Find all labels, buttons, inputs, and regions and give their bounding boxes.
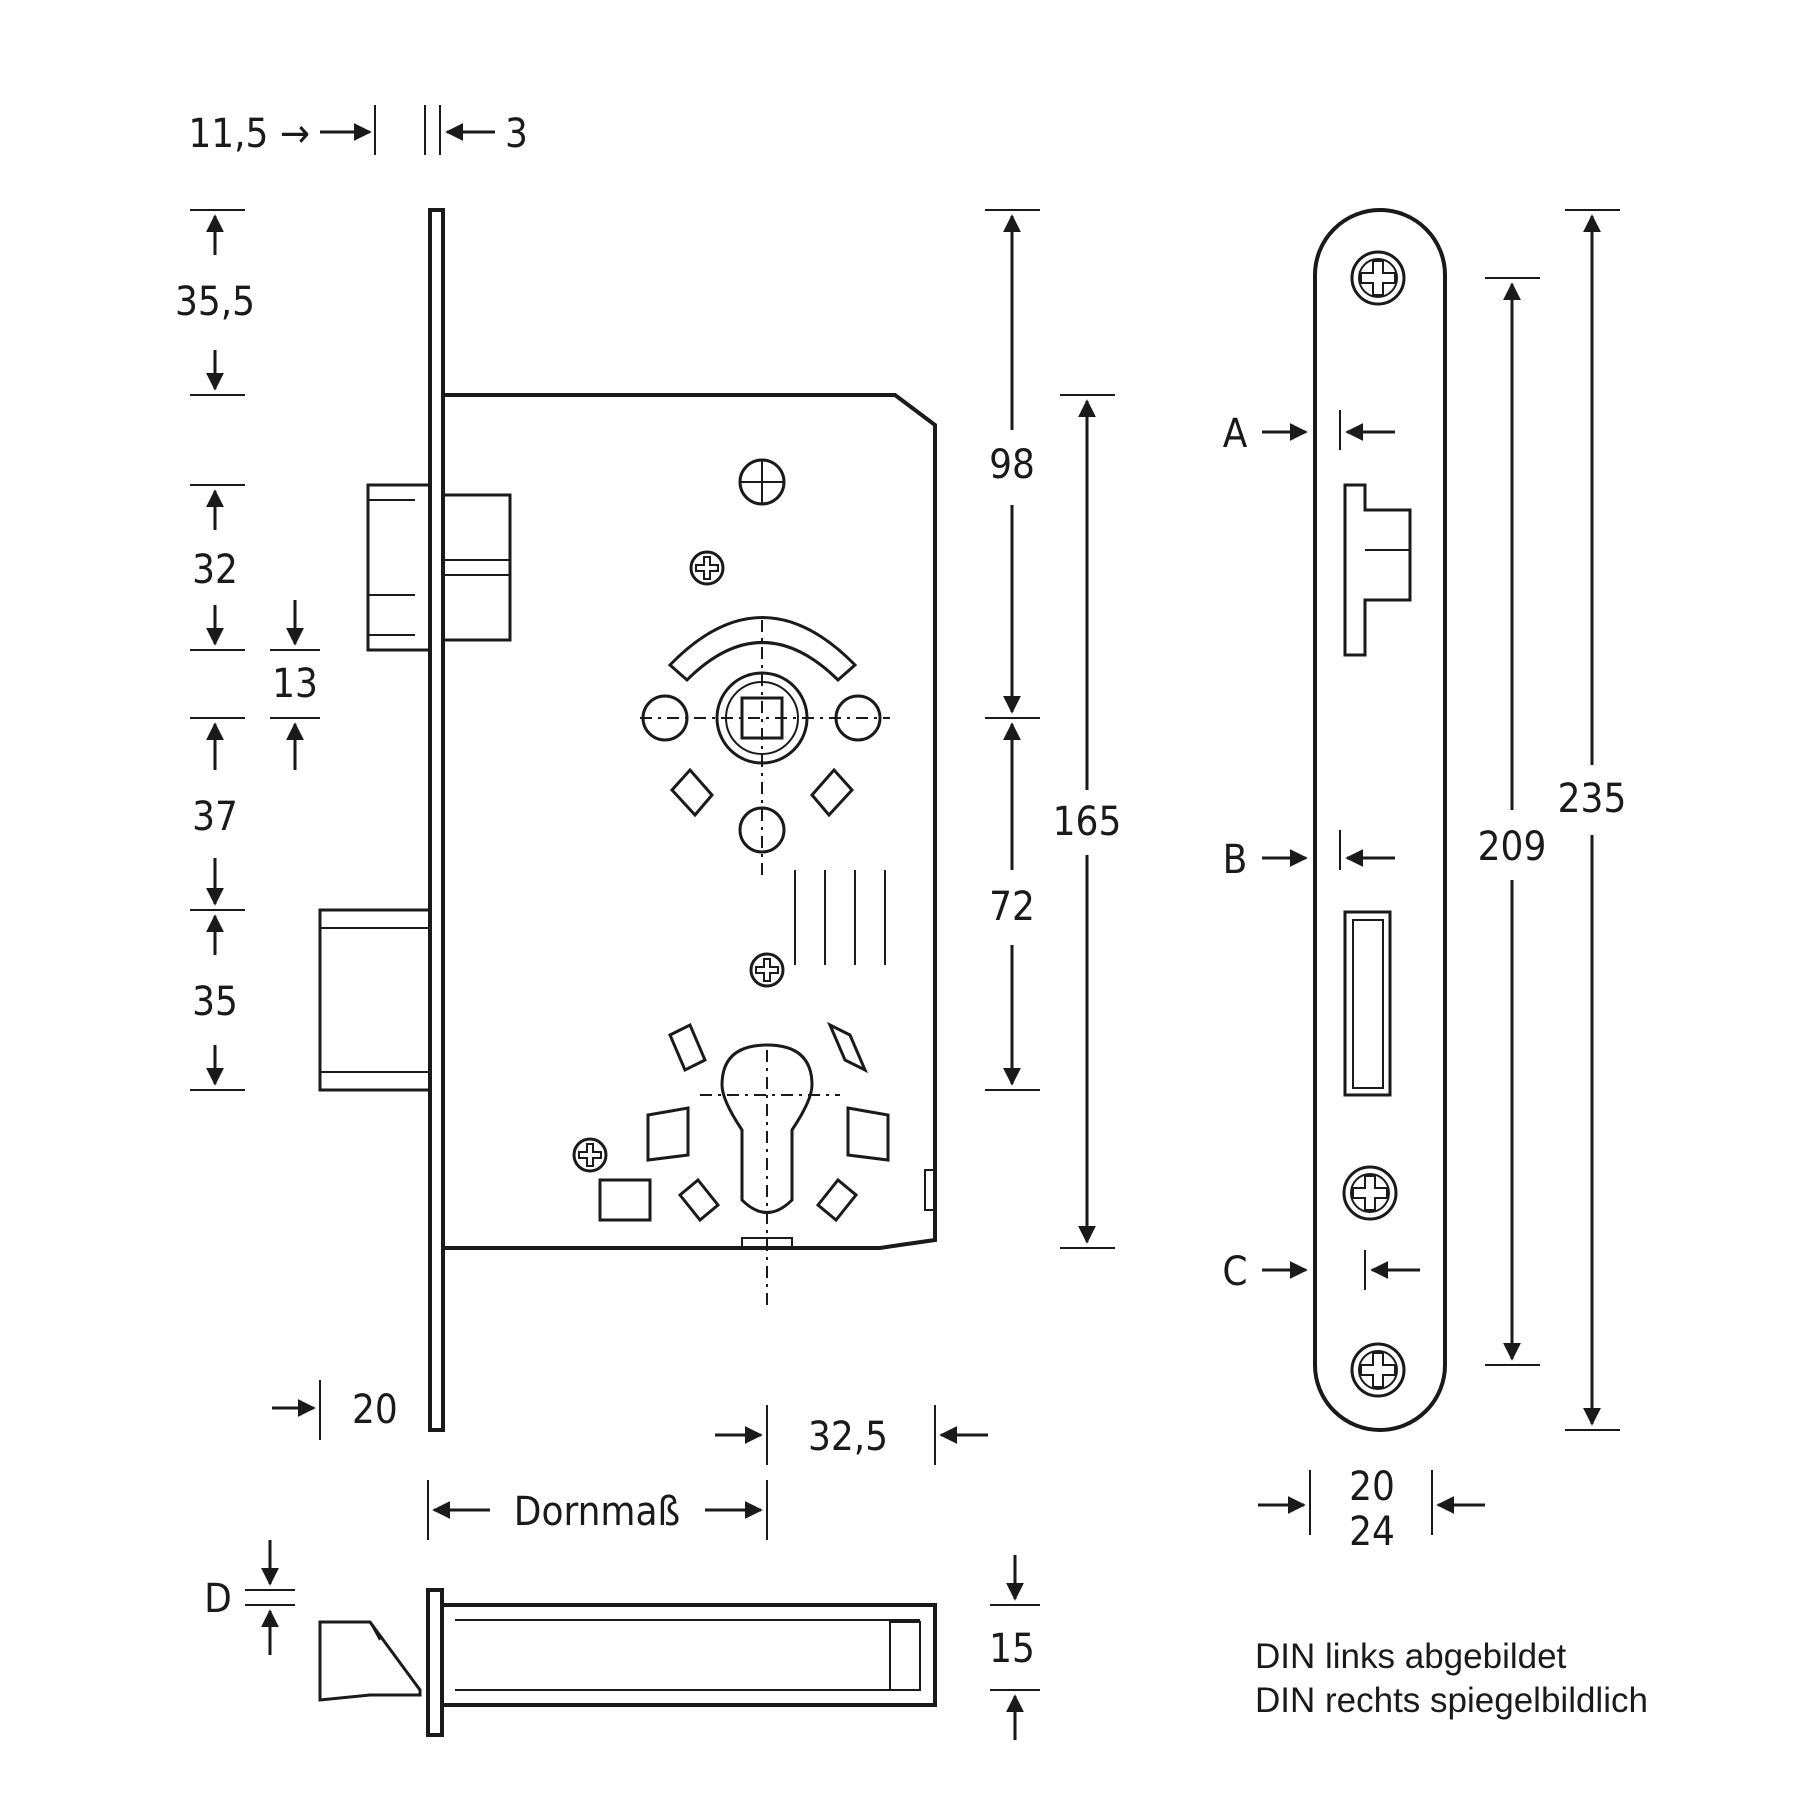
dim-3-label: 3 (505, 111, 528, 157)
follower-assembly (640, 458, 890, 988)
dim-24-plate-label: 24 (1349, 1509, 1395, 1555)
dim-209-label: 209 (1478, 824, 1547, 870)
dim-20-plate-label: 20 (1349, 1464, 1395, 1510)
forend-plate-front (1313, 208, 1447, 1432)
dead-bolt (318, 908, 432, 1092)
dim-11-5-label: 11,5 → (188, 111, 310, 157)
lock-case (443, 393, 937, 1250)
label-a: A (1223, 411, 1248, 457)
dim-13-label: 13 (272, 661, 318, 707)
dim-98-label: 98 (989, 442, 1035, 488)
dim-20-label: 20 (352, 1387, 398, 1433)
dim-235-label: 235 (1558, 776, 1627, 822)
forend-plate-side (428, 208, 445, 1432)
label-b: B (1223, 837, 1248, 883)
dim-37-label: 37 (192, 794, 238, 840)
dim-72-label: 72 (989, 884, 1035, 930)
dim-165-label: 165 (1053, 799, 1122, 845)
latch-bolt (366, 483, 512, 652)
note-line-1: DIN links abgebildet (1255, 1637, 1567, 1676)
dim-15-label: 15 (989, 1626, 1035, 1672)
top-view (318, 1588, 937, 1737)
note-line-2: DIN rechts spiegelbildlich (1255, 1681, 1648, 1720)
dimension-lines (190, 105, 1620, 1740)
dim-35-5-label: 35,5 (175, 279, 255, 325)
label-c: C (1222, 1249, 1247, 1295)
dim-32-5-label: 32,5 (808, 1414, 888, 1460)
dim-32-label: 32 (192, 547, 238, 593)
dim-d-label: D (204, 1576, 232, 1622)
dim-35-label: 35 (192, 979, 238, 1025)
cylinder-cutout (572, 1021, 890, 1310)
dornmass-label: Dornmaß (514, 1489, 680, 1535)
